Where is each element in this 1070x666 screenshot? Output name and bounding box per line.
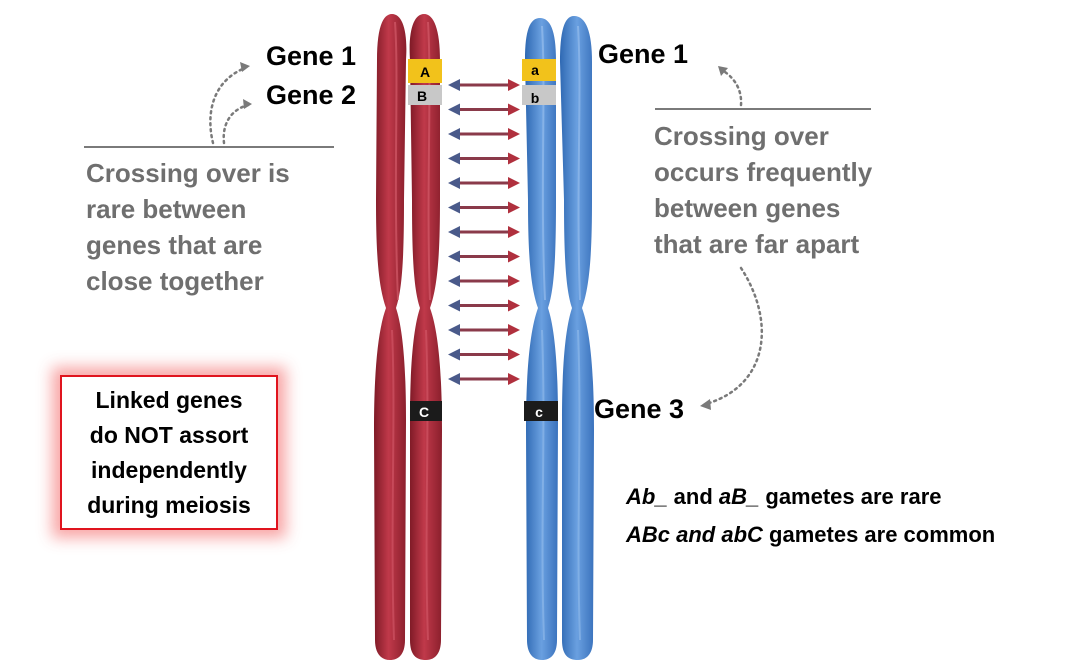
crossover-arrow bbox=[448, 275, 520, 287]
blue-chromosome bbox=[525, 16, 594, 660]
right-note: Crossing over occurs frequently between … bbox=[654, 118, 872, 262]
gamete-abc-pair: ABc and abC bbox=[626, 522, 763, 547]
blue-band-gene3 bbox=[524, 401, 558, 421]
right-note-line: that are far apart bbox=[654, 229, 860, 259]
left-note-line: close together bbox=[86, 266, 264, 296]
crossover-arrow bbox=[448, 103, 520, 116]
crossover-arrow bbox=[448, 299, 520, 312]
red-band-gene2 bbox=[408, 85, 442, 105]
callout-line: do NOT assort bbox=[89, 421, 249, 448]
right-note-line: between genes bbox=[654, 193, 841, 223]
left-note-line: rare between bbox=[86, 194, 247, 224]
blue-gene-bands: a b c bbox=[522, 59, 558, 421]
linked-genes-callout: Linked genes do NOT assort independently… bbox=[60, 375, 278, 530]
blue-band-gene1 bbox=[522, 59, 556, 81]
pointer-right-gene3 bbox=[704, 266, 763, 406]
callout-line: Linked genes bbox=[95, 386, 243, 413]
crossover-arrow bbox=[448, 177, 520, 189]
crossover-arrow bbox=[448, 324, 520, 336]
gamete-statements: Ab_ and aB_ gametes are rare ABc and abC… bbox=[626, 478, 995, 554]
crossover-arrow bbox=[448, 348, 520, 361]
gamete-and: and bbox=[667, 484, 719, 509]
allele-a: a bbox=[531, 62, 539, 78]
gamete-rare-line: Ab_ and aB_ gametes are rare bbox=[626, 478, 995, 516]
left-note: Crossing over is rare between genes that… bbox=[86, 155, 290, 299]
right-gene1-label: Gene 1 bbox=[598, 39, 689, 69]
gamete-aB: aB_ bbox=[718, 484, 760, 509]
red-chromosome bbox=[374, 14, 442, 660]
pointer-left-gene1 bbox=[209, 66, 247, 145]
blue-chromatid-right bbox=[560, 16, 594, 660]
right-note-line: Crossing over bbox=[654, 121, 829, 151]
pointer-left-gene2 bbox=[222, 103, 250, 145]
pointer-right-gene1 bbox=[720, 68, 743, 107]
left-gene2-label: Gene 2 bbox=[266, 80, 357, 110]
crossover-arrow bbox=[448, 373, 520, 385]
crossover-arrow bbox=[448, 152, 520, 165]
allele-b: b bbox=[531, 90, 540, 106]
red-chromatid-left bbox=[374, 14, 407, 660]
gamete-ab: Ab_ bbox=[626, 484, 668, 509]
gamete-common-line: ABc and abC gametes are common bbox=[626, 516, 995, 554]
right-note-line: occurs frequently bbox=[654, 157, 873, 187]
crossover-arrow bbox=[448, 250, 520, 263]
allele-B: B bbox=[417, 88, 427, 104]
crossover-arrow bbox=[448, 79, 520, 91]
callout-line: during meiosis bbox=[87, 491, 251, 518]
red-band-gene1 bbox=[408, 59, 442, 83]
allele-C: C bbox=[419, 404, 429, 420]
gamete-rare-text: gametes are rare bbox=[759, 484, 942, 509]
red-gene-bands: A B C bbox=[408, 59, 442, 421]
callout-line: independently bbox=[91, 456, 247, 483]
crossover-arrows bbox=[448, 79, 520, 385]
left-note-line: genes that are bbox=[86, 230, 263, 260]
left-note-line: Crossing over is bbox=[86, 158, 290, 188]
allele-c: c bbox=[535, 404, 543, 420]
pointer-heads bbox=[240, 62, 728, 410]
red-band-gene3 bbox=[410, 401, 442, 421]
right-gene3-label: Gene 3 bbox=[594, 394, 685, 424]
left-gene1-label: Gene 1 bbox=[266, 41, 357, 71]
gamete-common-text: gametes are common bbox=[762, 522, 996, 547]
allele-A: A bbox=[420, 64, 430, 80]
crossover-arrow bbox=[448, 226, 520, 238]
crossover-arrow bbox=[448, 128, 520, 140]
crossover-arrow bbox=[448, 201, 520, 214]
blue-band-gene2 bbox=[522, 85, 556, 105]
